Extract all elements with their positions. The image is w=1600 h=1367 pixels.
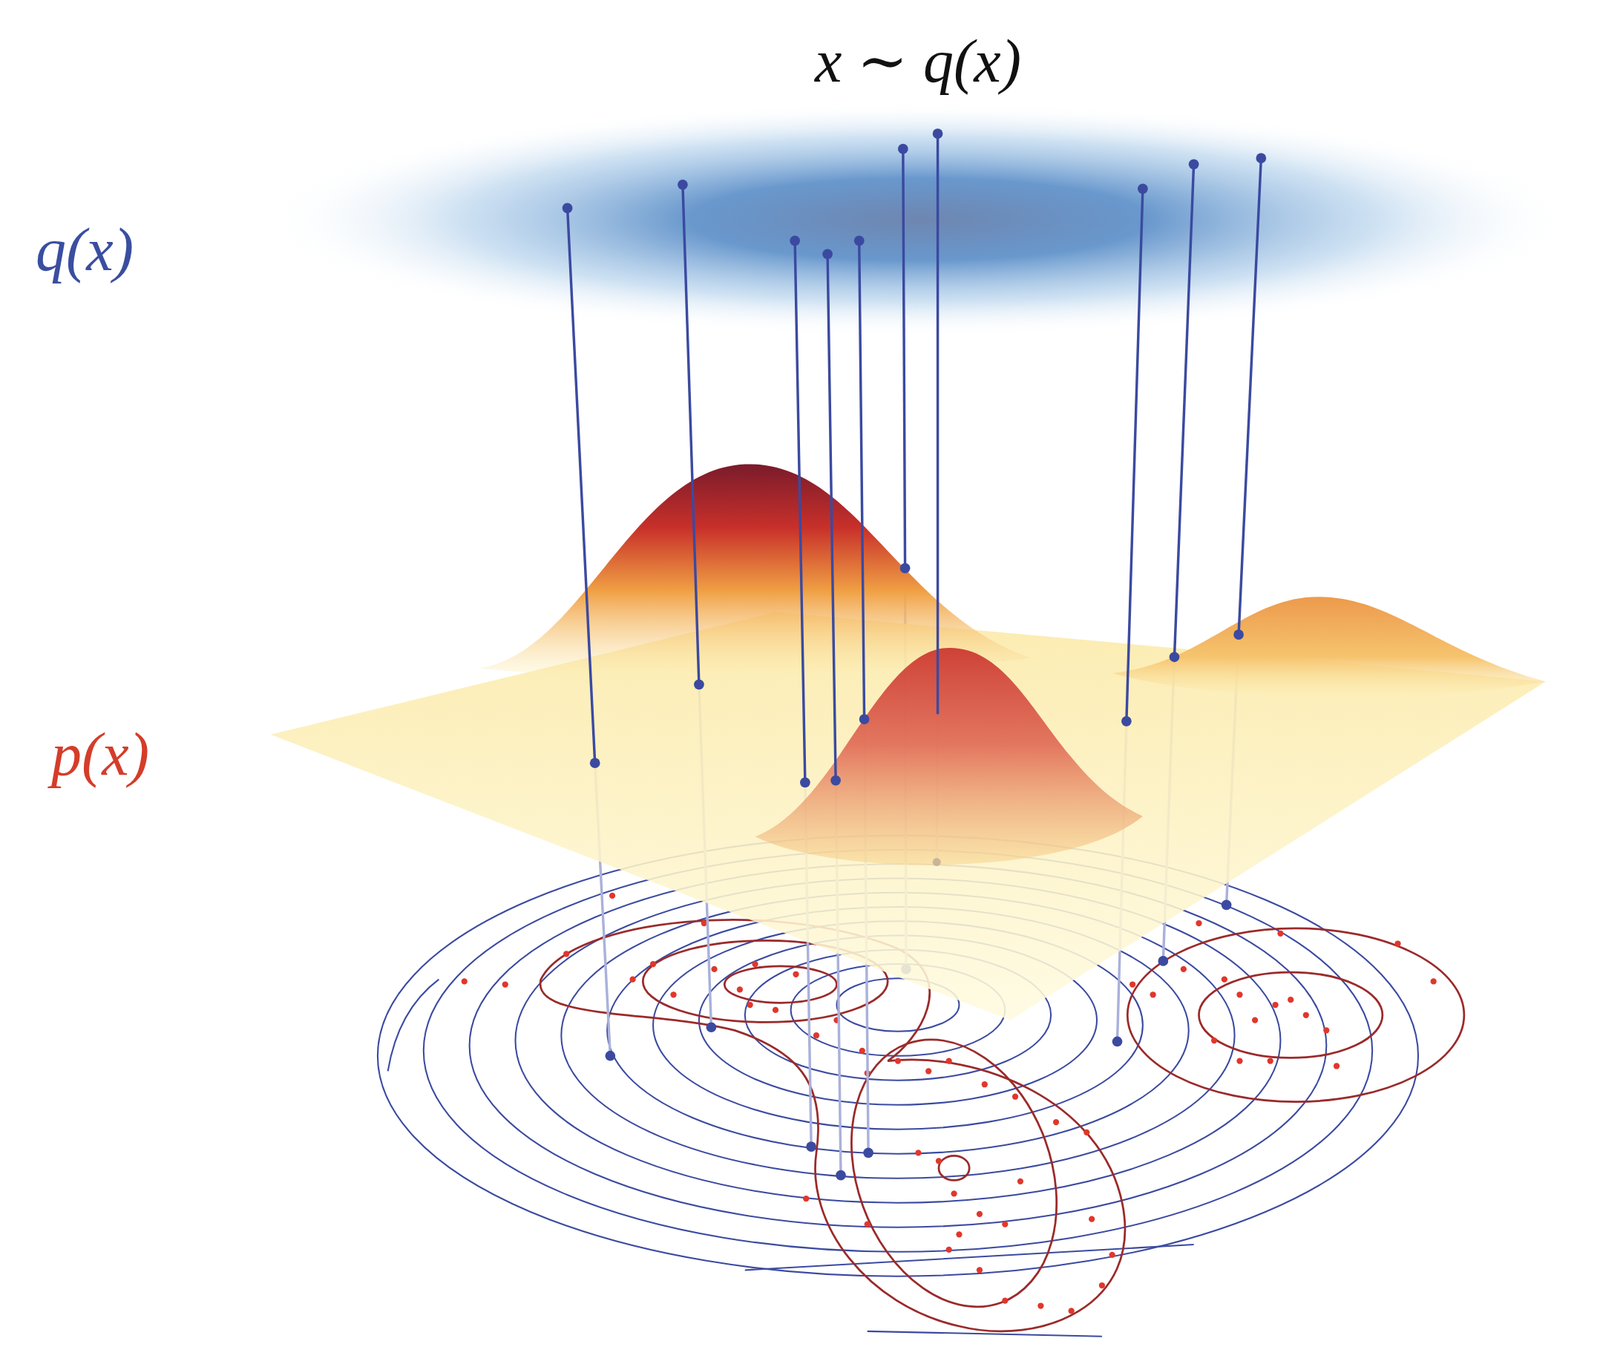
q-surface [265, 101, 1572, 337]
p-peak [755, 647, 1143, 866]
q-label: q(x) [35, 219, 134, 281]
sample-lines-upper [567, 133, 1262, 783]
sample-points [562, 128, 1267, 788]
p-label: p(x) [51, 724, 150, 786]
p-peak [479, 463, 1031, 676]
sampling-caption: x ∼ q(x) [814, 31, 1022, 93]
